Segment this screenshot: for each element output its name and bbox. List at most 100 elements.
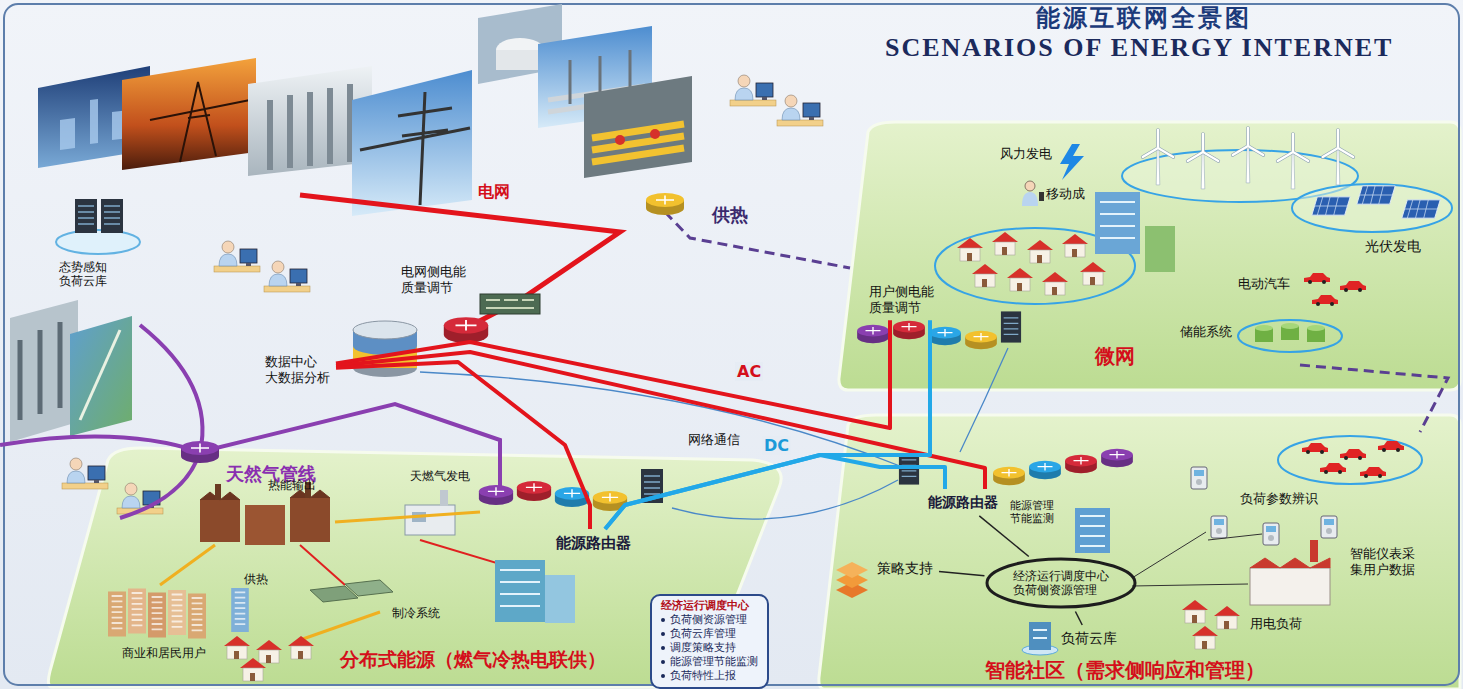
office-building — [500, 570, 540, 606]
data-center-icon — [353, 321, 417, 339]
gas-power-plant — [440, 490, 448, 506]
smart-meter — [1211, 516, 1227, 538]
dispatch-building — [1075, 508, 1110, 553]
panel-row: 能源管理节能监测 — [661, 655, 758, 669]
edge-label-box: AC — [735, 362, 763, 381]
label-box: SCENARIOS OF ENERGY INTERNET — [885, 32, 1393, 63]
energy-storage — [1281, 323, 1299, 329]
label-box: 供热 — [244, 572, 268, 586]
factory-photo — [70, 316, 132, 436]
text-label: 移动成 — [1046, 186, 1085, 202]
photo-pylon-sunset — [150, 82, 250, 162]
text-label: SCENARIOS OF ENERGY INTERNET — [885, 32, 1393, 63]
microgrid-buildings — [1100, 202, 1135, 238]
microgrid-router — [1001, 311, 1021, 342]
load-cloud-icon — [1033, 630, 1047, 638]
region-heading: 微网 — [1095, 344, 1135, 368]
microgrid-buildings — [1145, 226, 1175, 272]
label-box: 电网 — [478, 182, 510, 201]
bullet — [661, 660, 665, 664]
node-text: 经济运行调度中心 负荷侧资源管理 — [1013, 569, 1109, 598]
gas-pipeline — [181, 441, 219, 463]
solar-farm — [1312, 197, 1350, 215]
node-text: 能源路由器 — [928, 494, 998, 511]
dispatch-building — [1075, 508, 1110, 553]
energy-storage — [1255, 325, 1273, 331]
grid-line — [300, 195, 620, 326]
island-outline — [819, 415, 1460, 689]
text-label: 供热 — [244, 572, 268, 586]
gas-power-plant — [405, 505, 455, 535]
text-label: 天燃气发电 — [410, 469, 470, 483]
load-cloud-icon — [1029, 622, 1051, 650]
text-label: 电动汽车 — [1238, 276, 1290, 292]
microgrid-router — [857, 325, 889, 343]
photo-power-pole — [352, 70, 472, 216]
dispatch-panel: 经济运行调度中心负荷侧资源管理负荷云库管理调度策略支持能源管理节能监测负荷特性上… — [650, 594, 769, 689]
solar-farm — [1292, 184, 1452, 232]
energy-router-icon — [517, 481, 551, 501]
node-text: 电网侧电能 质量调节 — [401, 264, 466, 295]
operator-desk — [730, 75, 776, 106]
factory-building — [200, 500, 240, 542]
router-label: 能源路由器 — [925, 492, 1001, 513]
dispatch-ellipse: 经济运行调度中心 负荷侧资源管理 — [985, 557, 1137, 609]
community-router — [1065, 455, 1097, 473]
photo-pipeline — [584, 76, 692, 178]
microgrid-router — [965, 331, 997, 349]
edge-label: AC — [735, 362, 763, 381]
panel-item: 负荷侧资源管理 — [670, 613, 747, 627]
photo-pipeline — [592, 124, 684, 162]
smart-meter — [1191, 467, 1207, 489]
microgrid-router — [929, 327, 961, 345]
heat-supply-line — [665, 212, 850, 268]
mobile-user — [1025, 181, 1035, 191]
factory-photo — [10, 300, 132, 442]
edge-label-box: DC — [762, 436, 791, 455]
smart-meter — [1263, 523, 1279, 545]
operator-desk — [62, 458, 108, 489]
node-text: 策略支持 — [877, 560, 933, 577]
dispatch-building — [1080, 516, 1105, 546]
label-box: 制冷系统 — [392, 606, 440, 620]
office-building — [545, 575, 575, 623]
photo-lng-terminal — [496, 50, 544, 70]
grid-router — [480, 294, 540, 314]
residential-towers — [188, 594, 206, 639]
panel-row: 经济运行调度中心 — [661, 599, 758, 613]
operator-desk — [777, 95, 823, 126]
text-label: 网络通信 — [688, 432, 740, 448]
edge-label: DC — [762, 436, 791, 455]
text-label: 用电负荷 — [1250, 616, 1302, 632]
text-label: 制冷系统 — [392, 606, 440, 620]
bullet — [661, 674, 665, 678]
text-label: 供热 — [712, 204, 748, 226]
energy-router-icon — [479, 485, 513, 505]
data-center-icon — [353, 321, 417, 377]
solar-farm — [1357, 186, 1395, 204]
office-building — [495, 560, 545, 622]
cloud-label: 负荷云库 — [1058, 628, 1120, 649]
factory-building — [215, 484, 221, 500]
bullet — [661, 646, 665, 650]
regulator-label: 用户侧电能 质量调节 — [866, 282, 937, 317]
connector-line — [336, 320, 890, 428]
photo-pipeline — [650, 129, 660, 139]
label-box: 移动成 — [1046, 186, 1085, 202]
factory-building — [290, 498, 330, 542]
region-island: 用户侧电能 质量调节微网 — [838, 122, 1460, 390]
operator-desk — [214, 241, 260, 272]
grid-router — [444, 317, 488, 343]
load-factory — [1310, 540, 1318, 562]
label-box: 网络通信 — [688, 432, 740, 448]
strategy-label: 策略支持 — [874, 558, 936, 579]
cloud-server — [101, 199, 123, 233]
operator-desk — [264, 261, 310, 292]
text-label: 电网 — [478, 182, 510, 201]
label-box: 智能仪表采集用户数据 — [1350, 546, 1415, 577]
photo-power-pole — [360, 92, 470, 205]
cloud-server — [56, 199, 140, 254]
text-label: 智能仪表采集用户数据 — [1350, 546, 1415, 577]
photo-substation — [270, 84, 350, 170]
